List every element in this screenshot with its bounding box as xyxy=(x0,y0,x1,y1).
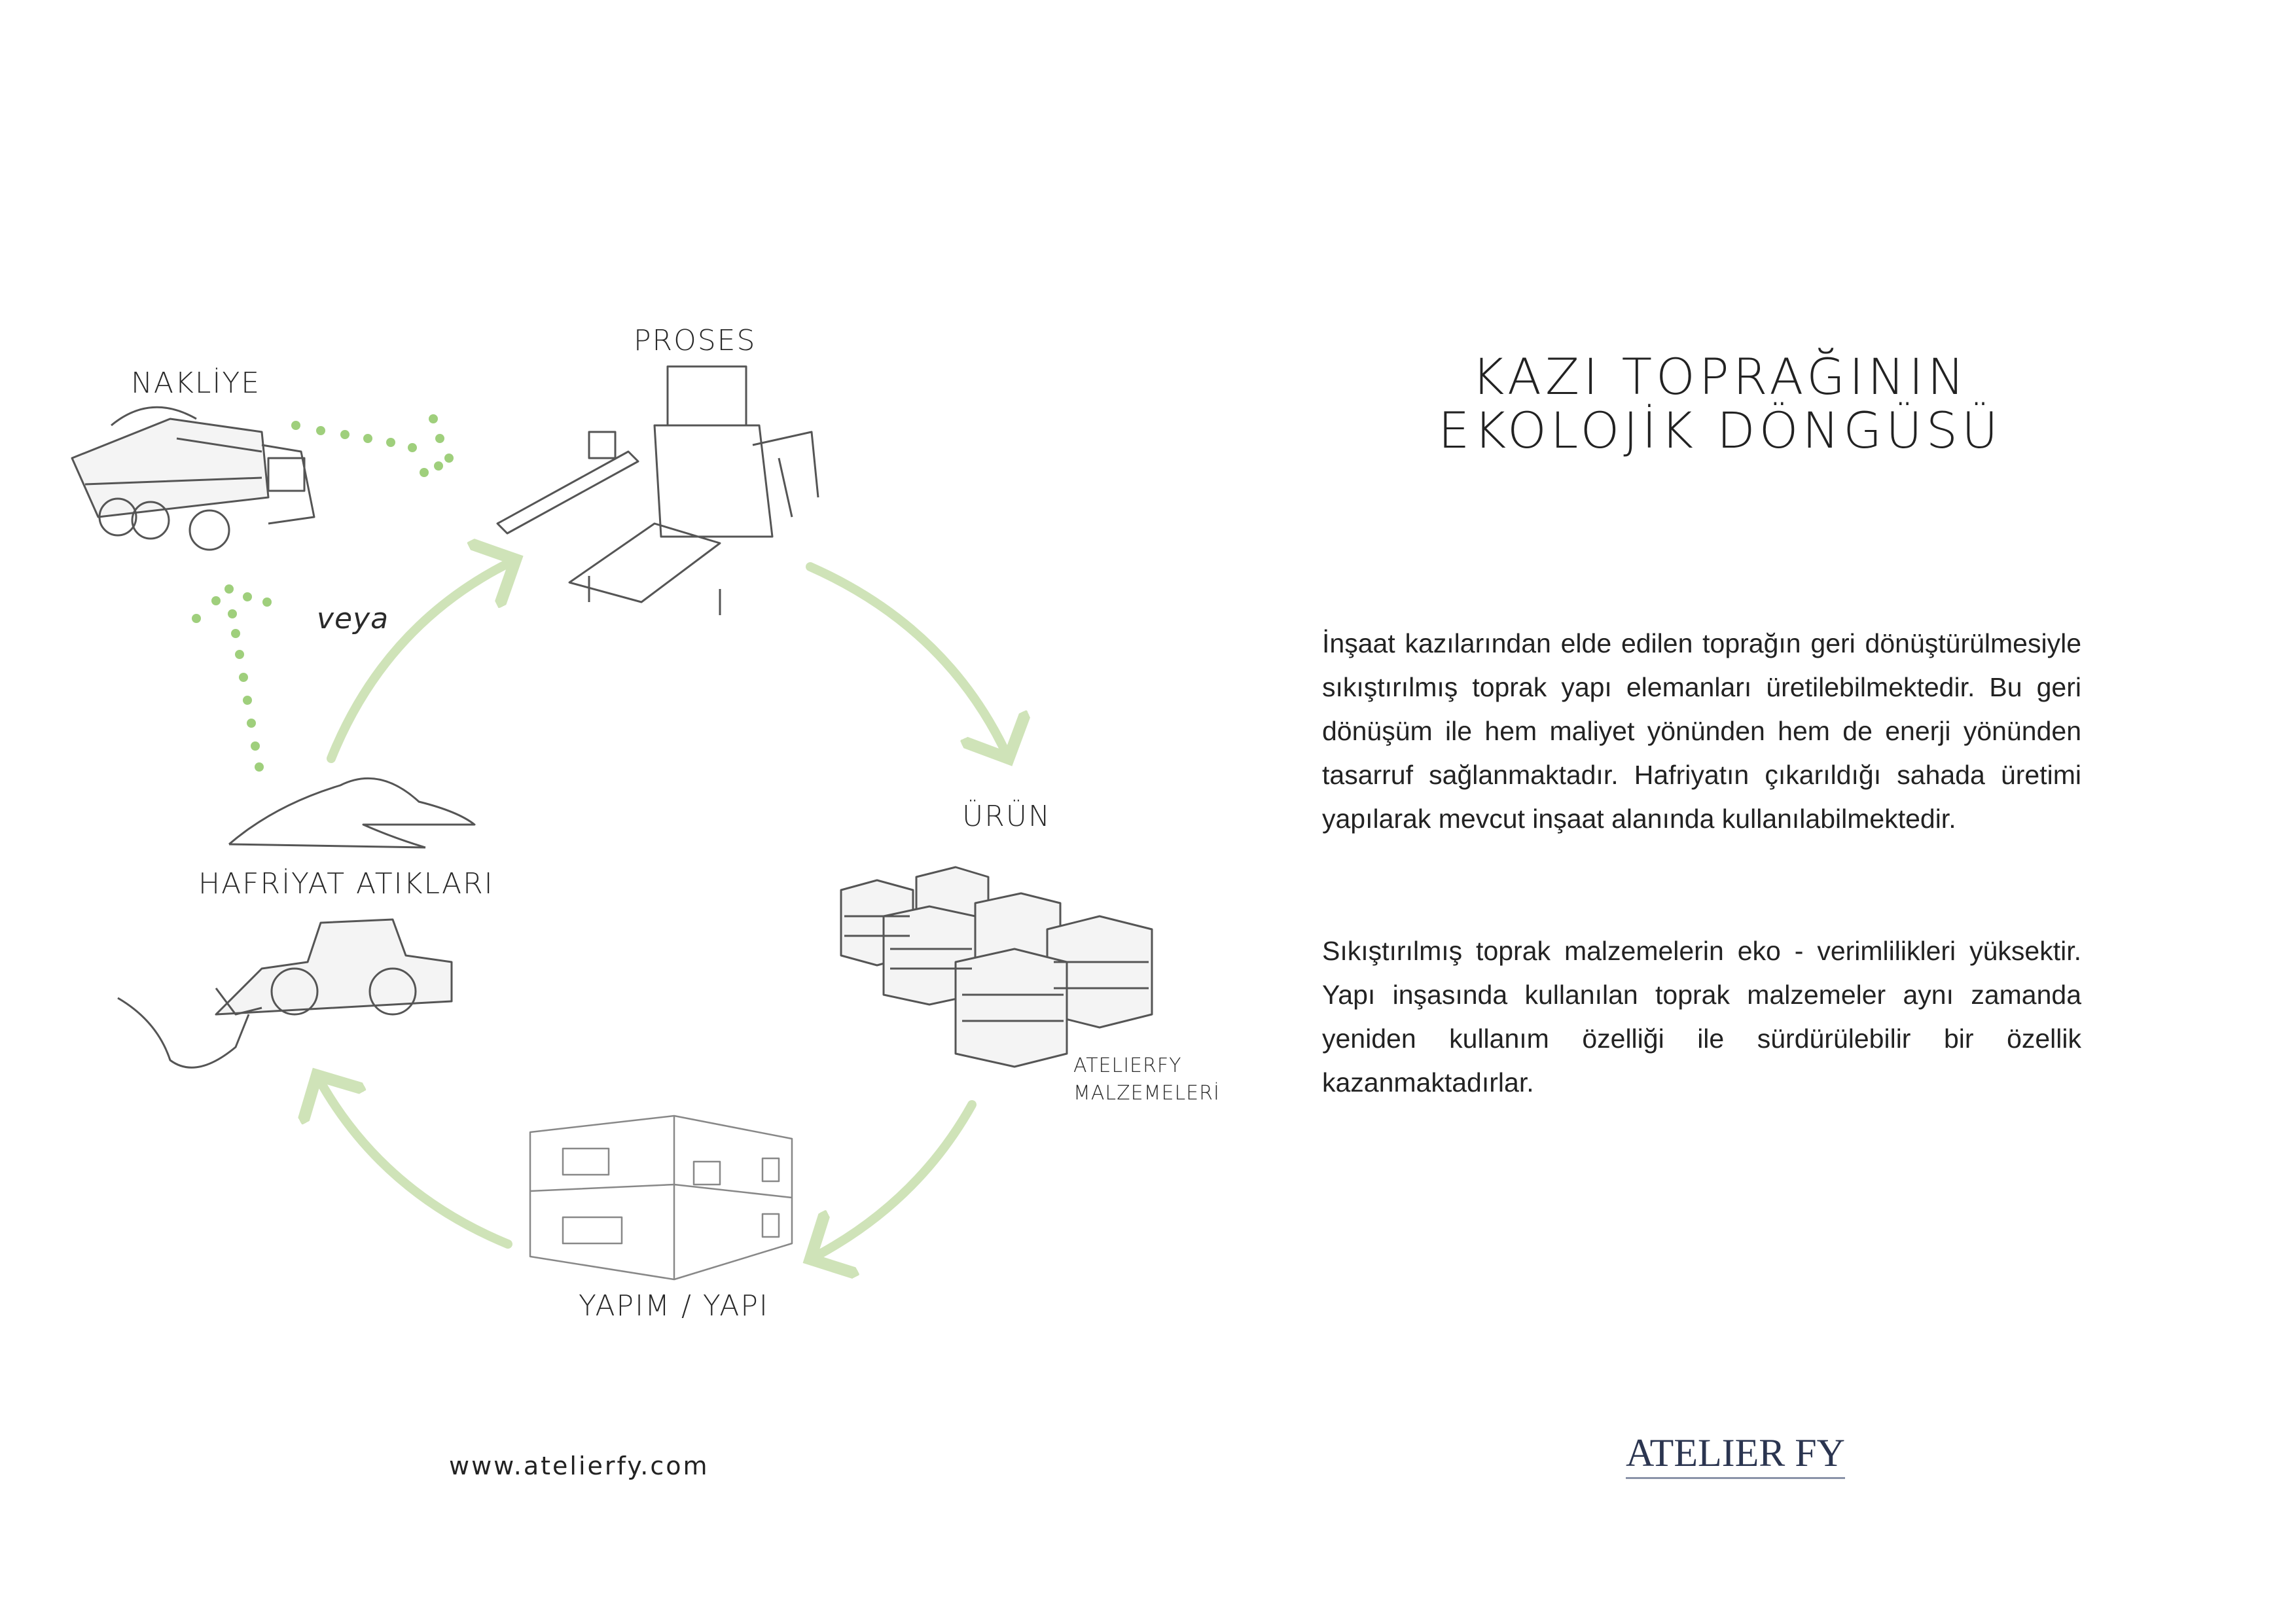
soil-mound-sketch xyxy=(228,777,476,849)
cycle-arrow-to-yapim xyxy=(810,1100,977,1259)
label-nakliye: NAKLİYE xyxy=(131,366,261,400)
brand-logo: ATELIER FY xyxy=(1626,1431,1845,1479)
process-machine-sketch xyxy=(496,365,819,615)
website-link[interactable]: www.atelierfy.com xyxy=(449,1452,709,1480)
label-malzeme-line1: ATELIERFY xyxy=(1073,1054,1182,1077)
cycle-arrow-to-hafriyat xyxy=(317,1075,512,1249)
building-sketch xyxy=(529,1115,793,1281)
label-veya: veya xyxy=(317,602,389,635)
label-atelierfy-malzemeleri: ATELIERFY MALZEMELERİ xyxy=(1073,1052,1220,1107)
label-hafriyat: HAFRİYAT ATIKLARI xyxy=(198,867,494,901)
label-yapim: YAPIM / YAPI xyxy=(579,1289,769,1323)
title-line1: KAZI TOPRAĞININ xyxy=(1471,348,1969,406)
paragraph-2: Sıkıştırılmış toprak malzemelerin eko - … xyxy=(1322,936,2081,1097)
cycle-arrow-to-proses xyxy=(327,560,516,763)
title-line2: EKOLOJİK DÖNGÜSÜ xyxy=(1438,401,2002,459)
page-title: KAZI TOPRAĞININ EKOLOJİK DÖNGÜSÜ xyxy=(1327,350,2113,457)
label-malzeme-line2: MALZEMELERİ xyxy=(1073,1082,1220,1105)
cycle-arrow-to-urun xyxy=(806,562,1009,758)
paragraph-1: İnşaat kazılarından elde edilen toprağın… xyxy=(1322,628,2081,834)
brick-pallets-sketch xyxy=(840,866,1153,1068)
truck-sketch xyxy=(71,406,315,551)
wheel-loader-sketch xyxy=(117,918,453,1069)
label-proses: PROSES xyxy=(634,324,757,357)
transport-dots xyxy=(192,414,454,772)
label-urun: ÜRÜN xyxy=(962,800,1051,833)
